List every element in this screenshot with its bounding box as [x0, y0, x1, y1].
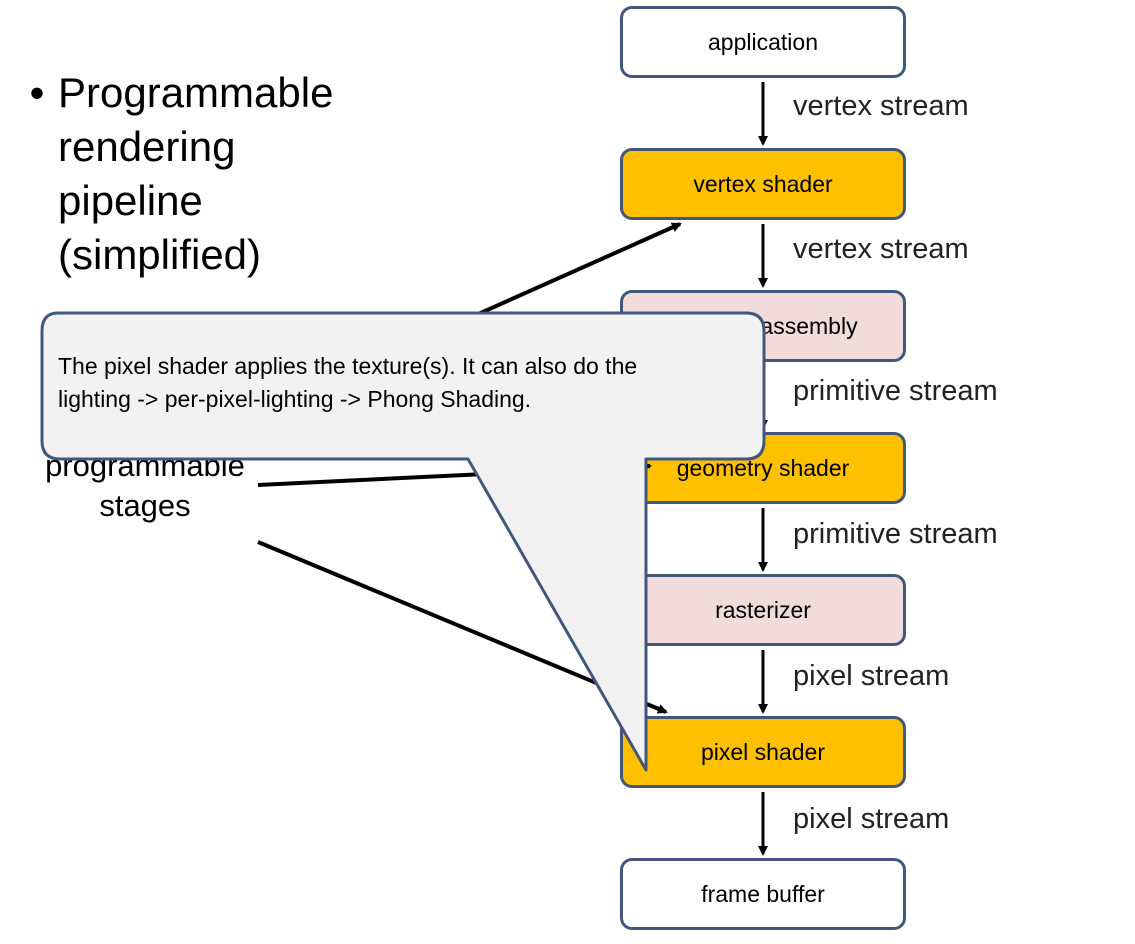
bullet-point: • Programmable rendering pipeline (simpl… — [26, 66, 334, 282]
stage-label: pixel shader — [700, 738, 826, 765]
bullet-text: Programmable rendering pipeline (simplif… — [58, 66, 333, 282]
callout-line: lighting -> per-pixel-lighting -> Phong … — [58, 386, 532, 412]
stage-vertex-shader: vertex shader — [620, 148, 906, 220]
bullet-line: Programmable — [58, 69, 334, 116]
stage-label: rasterizer — [715, 596, 811, 623]
stream-label: primitive stream — [793, 375, 998, 407]
stream-label: vertex stream — [793, 90, 969, 122]
stage-label: frame buffer — [701, 880, 825, 907]
stage-frame-buffer: frame buffer — [620, 858, 906, 930]
stage-label: vertex shader — [693, 170, 833, 197]
bullet-line: (simplified) — [58, 231, 262, 278]
callout-text: The pixel shader applies the texture(s).… — [58, 350, 748, 416]
stream-label: vertex stream — [793, 233, 969, 265]
stream-label: pixel stream — [793, 803, 950, 835]
callout-line: The pixel shader applies the texture(s).… — [58, 353, 638, 379]
stage-label: application — [708, 28, 818, 55]
stage-rasterizer: rasterizer — [620, 574, 906, 646]
stage-pixel-shader: pixel shader — [620, 716, 906, 788]
bullet-line: pipeline — [58, 177, 203, 224]
callout-bubble — [40, 311, 766, 772]
bullet-dot: • — [29, 69, 45, 116]
stream-label: pixel stream — [793, 660, 950, 692]
bullet-line: rendering — [58, 123, 236, 170]
stage-application: application — [620, 6, 906, 78]
stream-label: primitive stream — [793, 518, 998, 550]
side-label-line: stages — [99, 488, 191, 523]
